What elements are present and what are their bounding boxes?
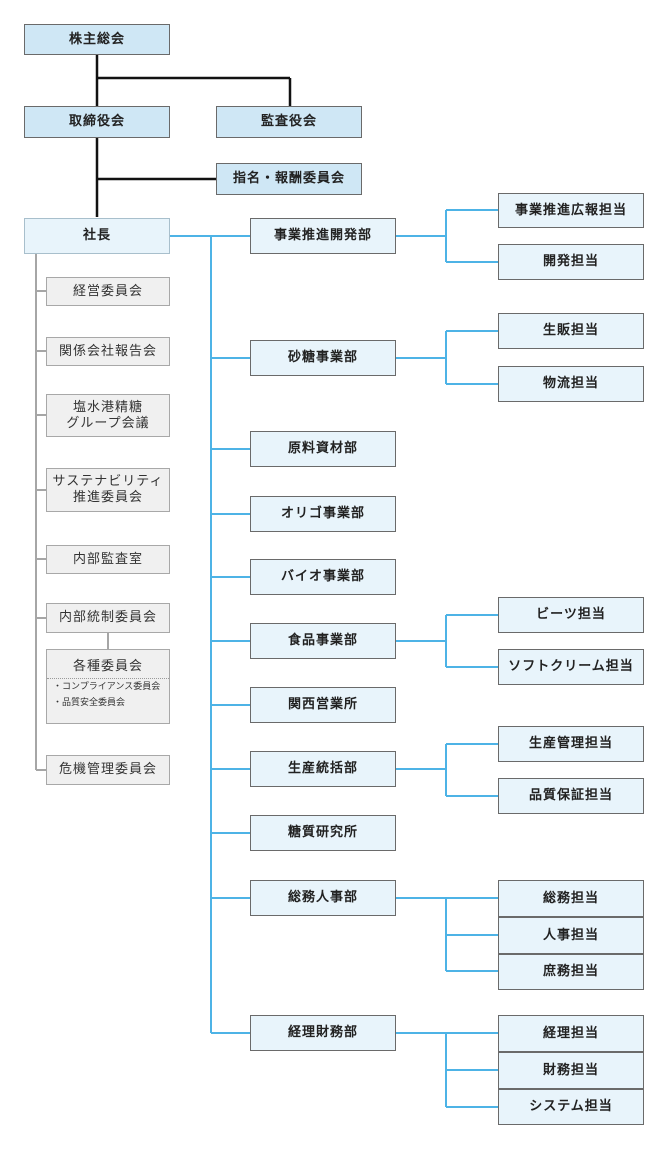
- internal-audit-box: 内部監査室: [46, 545, 170, 574]
- section-label: ビーツ担当: [536, 607, 606, 622]
- department-box: 砂糖事業部: [250, 340, 396, 376]
- section-label: 開発担当: [542, 254, 599, 269]
- department-box: バイオ事業部: [250, 559, 396, 595]
- president-box: 社長: [24, 218, 170, 254]
- group-meeting-box: 塩水港精糖グループ会議: [46, 394, 170, 437]
- audit-board-box: 監査役会: [216, 106, 362, 138]
- section-label: 総務担当: [542, 890, 599, 906]
- department-label: 原料資材部: [287, 441, 358, 456]
- department-label: オリゴ事業部: [280, 506, 365, 521]
- section-label: ソフトクリーム担当: [508, 659, 634, 674]
- section-box: 開発担当: [498, 244, 644, 280]
- section-label: システム担当: [529, 1099, 613, 1114]
- department-label: 糖質研究所: [287, 825, 358, 840]
- section-label: 経理担当: [542, 1025, 599, 1041]
- quality-safety-committee-item: ・品質安全委員会: [53, 698, 126, 708]
- section-label: 物流担当: [542, 376, 599, 391]
- department-box: 事業推進開発部: [250, 218, 396, 254]
- compliance-committee-item: ・コンプライアンス委員会: [53, 682, 161, 692]
- section-box: 庶務担当: [498, 954, 644, 990]
- crisis-committee-box: 危機管理委員会: [46, 755, 170, 785]
- department-box: 経理財務部: [250, 1015, 396, 1051]
- various-committees-title: 各種委員会: [47, 650, 169, 679]
- department-box: 総務人事部: [250, 880, 396, 916]
- crisis-committee-label: 危機管理委員会: [58, 762, 157, 777]
- president-label: 社長: [82, 228, 111, 243]
- board-of-directors-label: 取締役会: [68, 114, 125, 129]
- internal-control-box: 内部統制委員会: [46, 603, 170, 633]
- section-box: 物流担当: [498, 366, 644, 402]
- department-label: 食品事業部: [287, 633, 358, 648]
- department-label: 砂糖事業部: [287, 350, 358, 365]
- internal-control-label: 内部統制委員会: [58, 610, 157, 625]
- department-box: 関西営業所: [250, 687, 396, 723]
- various-committees-box: 各種委員会 ・コンプライアンス委員会 ・品質安全委員会: [46, 649, 170, 724]
- section-label: 生産管理担当: [528, 736, 613, 751]
- department-label: 事業推進開発部: [273, 228, 372, 243]
- management-committee-label: 経営委員会: [72, 283, 143, 299]
- department-label: 総務人事部: [287, 890, 358, 905]
- department-box: 生産統括部: [250, 751, 396, 787]
- section-box: ビーツ担当: [498, 597, 644, 633]
- department-label: 生産統括部: [287, 761, 358, 776]
- group-meeting-label-line2: グループ会議: [66, 415, 150, 431]
- shareholders-meeting-label: 株主総会: [68, 31, 125, 47]
- affiliates-report-label: 関係会社報告会: [58, 343, 157, 359]
- management-committee-box: 経営委員会: [46, 277, 170, 306]
- staff-connectors: [35, 254, 109, 771]
- department-label: バイオ事業部: [280, 569, 365, 584]
- department-box: 食品事業部: [250, 623, 396, 659]
- group-meeting-label-line1: 塩水港精糖: [72, 399, 143, 415]
- section-box: 経理担当: [498, 1015, 644, 1052]
- internal-audit-label: 内部監査室: [72, 551, 143, 567]
- section-label: 財務担当: [542, 1062, 599, 1078]
- department-box: オリゴ事業部: [250, 496, 396, 532]
- section-box: システム担当: [498, 1089, 644, 1125]
- section-label: 生販担当: [542, 323, 599, 338]
- sustainability-label-line1: サステナビリティ: [52, 474, 164, 489]
- section-box: 事業推進広報担当: [498, 193, 644, 228]
- department-box: 原料資材部: [250, 431, 396, 467]
- section-box: 生販担当: [498, 313, 644, 349]
- section-box: 生産管理担当: [498, 726, 644, 762]
- governance-connectors: [95, 55, 292, 217]
- shareholders-meeting-box: 株主総会: [24, 24, 170, 55]
- department-label: 経理財務部: [287, 1025, 358, 1040]
- audit-board-label: 監査役会: [260, 114, 317, 129]
- section-label: 庶務担当: [542, 964, 599, 979]
- sustainability-committee-box: サステナビリティ推進委員会: [46, 468, 170, 512]
- sustainability-label-line2: 推進委員会: [72, 490, 143, 505]
- section-label: 事業推進広報担当: [514, 202, 627, 218]
- affiliates-report-box: 関係会社報告会: [46, 337, 170, 366]
- nomination-committee-label: 指名・報酬委員会: [232, 171, 345, 186]
- section-box: 品質保証担当: [498, 778, 644, 814]
- section-box: 総務担当: [498, 880, 644, 917]
- section-label: 人事担当: [542, 927, 599, 943]
- section-box: 人事担当: [498, 917, 644, 954]
- department-label: 関西営業所: [287, 697, 358, 712]
- department-box: 糖質研究所: [250, 815, 396, 851]
- section-box: 財務担当: [498, 1052, 644, 1089]
- department-connectors: [170, 209, 498, 1108]
- section-label: 品質保証担当: [528, 788, 613, 803]
- section-box: ソフトクリーム担当: [498, 649, 644, 685]
- board-of-directors-box: 取締役会: [24, 106, 170, 138]
- nomination-committee-box: 指名・報酬委員会: [216, 163, 362, 195]
